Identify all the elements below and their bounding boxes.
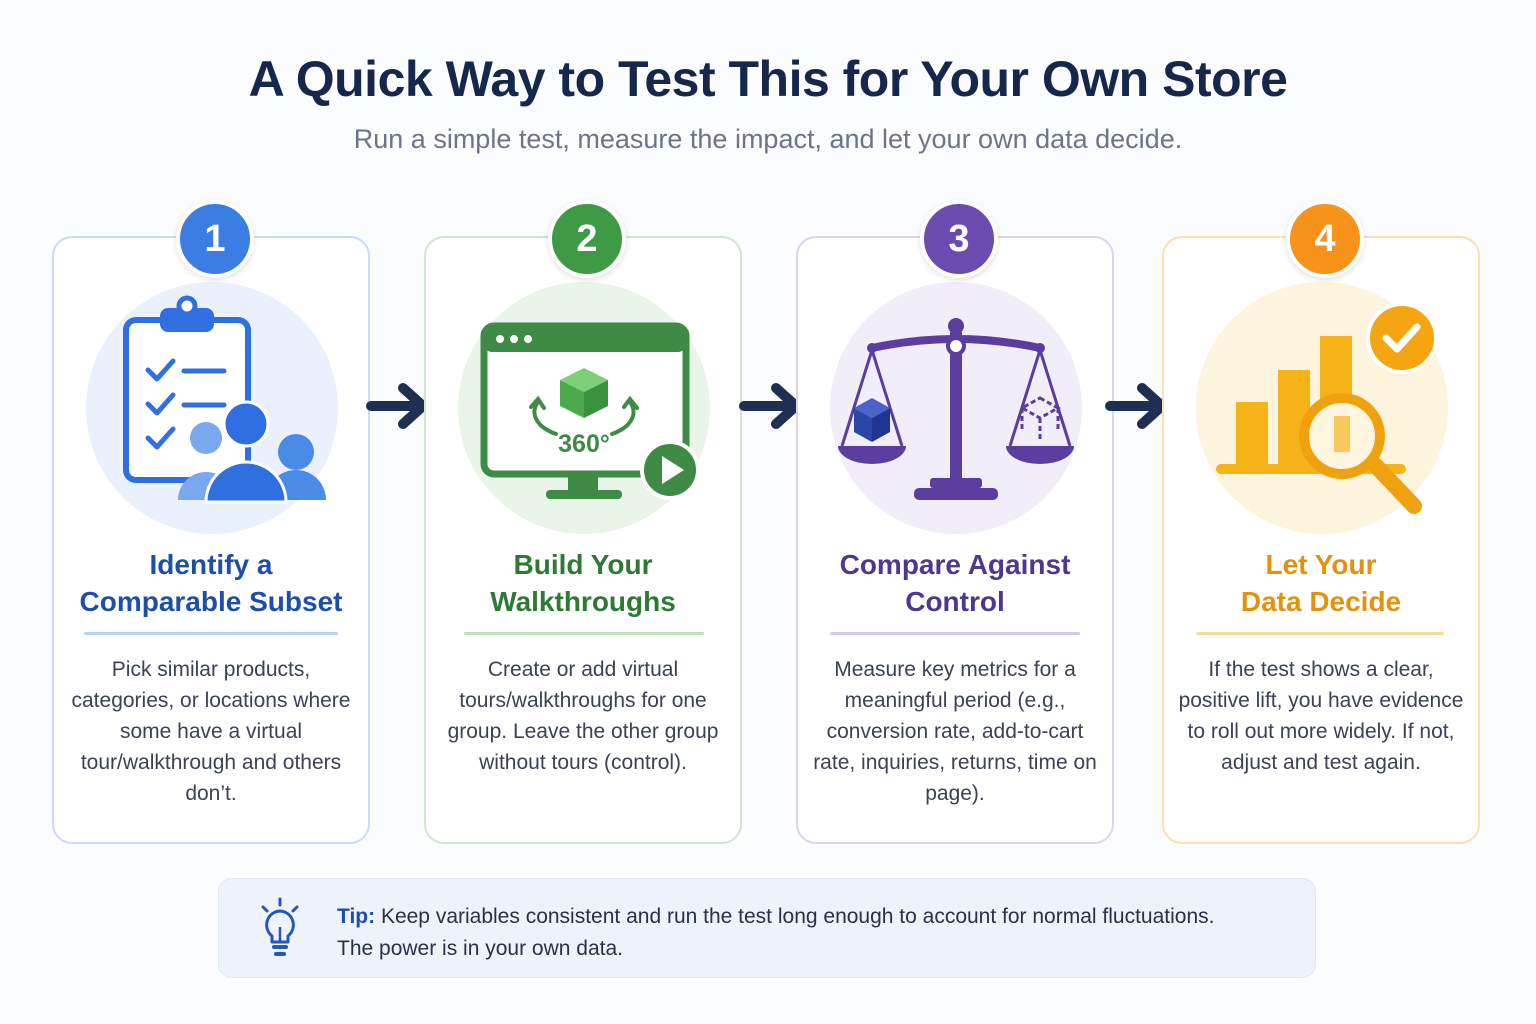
icon-360-label: 360° [558,430,610,458]
step-description-2: Create or add virtual tours/walkthroughs… [447,658,719,774]
step-title-1-line2: Comparable Subset [79,586,343,617]
tip-label: Tip: [337,905,376,928]
monitor-360-icon: 360° [480,322,700,500]
balance-scale-icon [838,318,1074,500]
page-subtitle: Run a simple test, measure the impact, a… [353,124,1183,154]
tip-line-1: Keep variables consistent and run the te… [375,905,1215,928]
step-title-4-line1: Let Your [1265,549,1377,580]
step-title-3-line1: Compare Against [839,549,1071,580]
step-description-4: If the test shows a clear, positive lift… [1178,658,1464,774]
step-divider-3 [830,632,1080,635]
step-title-1-line1: Identify a [149,549,273,580]
step-number-badge-1: 1 [176,200,254,278]
step-description-3: Measure key metrics for a meaningful per… [813,658,1097,805]
clipboard-people-icon [123,295,326,504]
tip-box: Tip: Keep variables consistent and run t… [218,878,1316,978]
bar-chart-magnifier-icon [1216,302,1438,514]
step-description-1: Pick similar products, categories, or lo… [71,658,351,805]
page-title: A Quick Way to Test This for Your Own St… [248,51,1288,107]
arrow-right-icon [366,383,428,429]
step-title-3: Compare Against Control [796,546,1114,620]
lightbulb-icon [261,897,299,956]
step-title-3-line2: Control [905,586,1005,617]
step-number-badge-2: 2 [548,200,626,278]
step-title-1: Identify a Comparable Subset [52,546,370,620]
tip-text: Tip: Keep variables consistent and run t… [337,901,1297,965]
step-title-4-line2: Data Decide [1240,586,1402,617]
step-divider-4 [1196,632,1444,635]
step-title-2-line2: Walkthroughs [490,586,676,617]
step-number-badge-3: 3 [920,200,998,278]
step-divider-2 [464,632,704,635]
step-number-badge-4: 4 [1286,200,1364,278]
step-divider-1 [84,632,338,635]
tip-line-2: The power is in your own data. [337,937,623,960]
step-title-2: Build Your Walkthroughs [424,546,742,620]
step-title-2-line1: Build Your [513,549,653,580]
step-title-4: Let Your Data Decide [1162,546,1480,620]
